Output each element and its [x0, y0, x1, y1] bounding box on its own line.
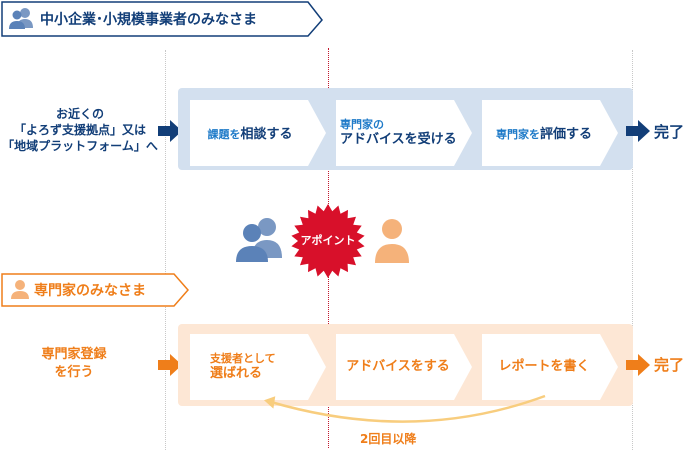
expert-arrow-in — [158, 354, 182, 376]
expert-start-line1: 専門家登録 — [41, 347, 107, 362]
business-start-text: お近くの 「よろず支援拠点」又は 「地域プラットフォーム」へ — [0, 106, 160, 155]
expert-start-text: 専門家登録 を行う — [14, 346, 134, 381]
header-expert-bg — [1, 273, 189, 307]
business-arrow-out — [626, 120, 650, 142]
person-icon — [9, 278, 31, 304]
guide-line-left — [165, 50, 166, 450]
header-business: 中小企業･小規模事業者のみなさま — [0, 0, 330, 38]
business-start-line2: 「よろず支援拠点」又は — [13, 123, 146, 138]
loop-label: 2回目以降 — [360, 432, 417, 446]
business-step1-main: 相談する — [240, 126, 293, 142]
header-business-bg — [1, 1, 323, 37]
business-end-label: 完了 — [654, 123, 685, 141]
business-step2-line2: アドバイスを受ける — [340, 131, 457, 147]
appointment-label: アポイント — [300, 234, 356, 247]
expert-start-line2: を行う — [54, 364, 94, 380]
person-icon-center — [372, 216, 412, 270]
business-arrow-in — [158, 120, 182, 142]
expert-arrow-out — [626, 354, 650, 376]
business-step1-pre: 課題を — [207, 127, 241, 141]
header-expert-title: 専門家のみなさま — [34, 283, 146, 299]
business-step2-line1: 専門家の — [340, 118, 384, 131]
business-step3-pre: 専門家を — [495, 127, 540, 141]
expert-step1-line1: 支援者として — [210, 352, 276, 365]
header-expert: 専門家のみなさま — [0, 272, 195, 308]
guide-line-right — [632, 50, 633, 450]
expert-end-label: 完了 — [654, 356, 685, 374]
business-step3-main: 評価する — [539, 126, 592, 142]
people-icon — [8, 6, 36, 34]
people-icon-center — [234, 214, 288, 268]
expert-step2-main: アドバイスをする — [346, 358, 450, 374]
business-start-line1: お近くの — [55, 107, 104, 121]
starburst-icon — [291, 204, 365, 278]
appointment-badge: アポイント — [290, 203, 366, 279]
loop-arrow — [263, 394, 546, 423]
business-start-line3: 「地域プラットフォーム」へ — [2, 139, 158, 154]
expert-step3-main: レポートを書く — [498, 358, 590, 374]
expert-step1-line2: 選ばれる — [210, 365, 263, 381]
header-business-title: 中小企業･小規模事業者のみなさま — [40, 12, 257, 28]
